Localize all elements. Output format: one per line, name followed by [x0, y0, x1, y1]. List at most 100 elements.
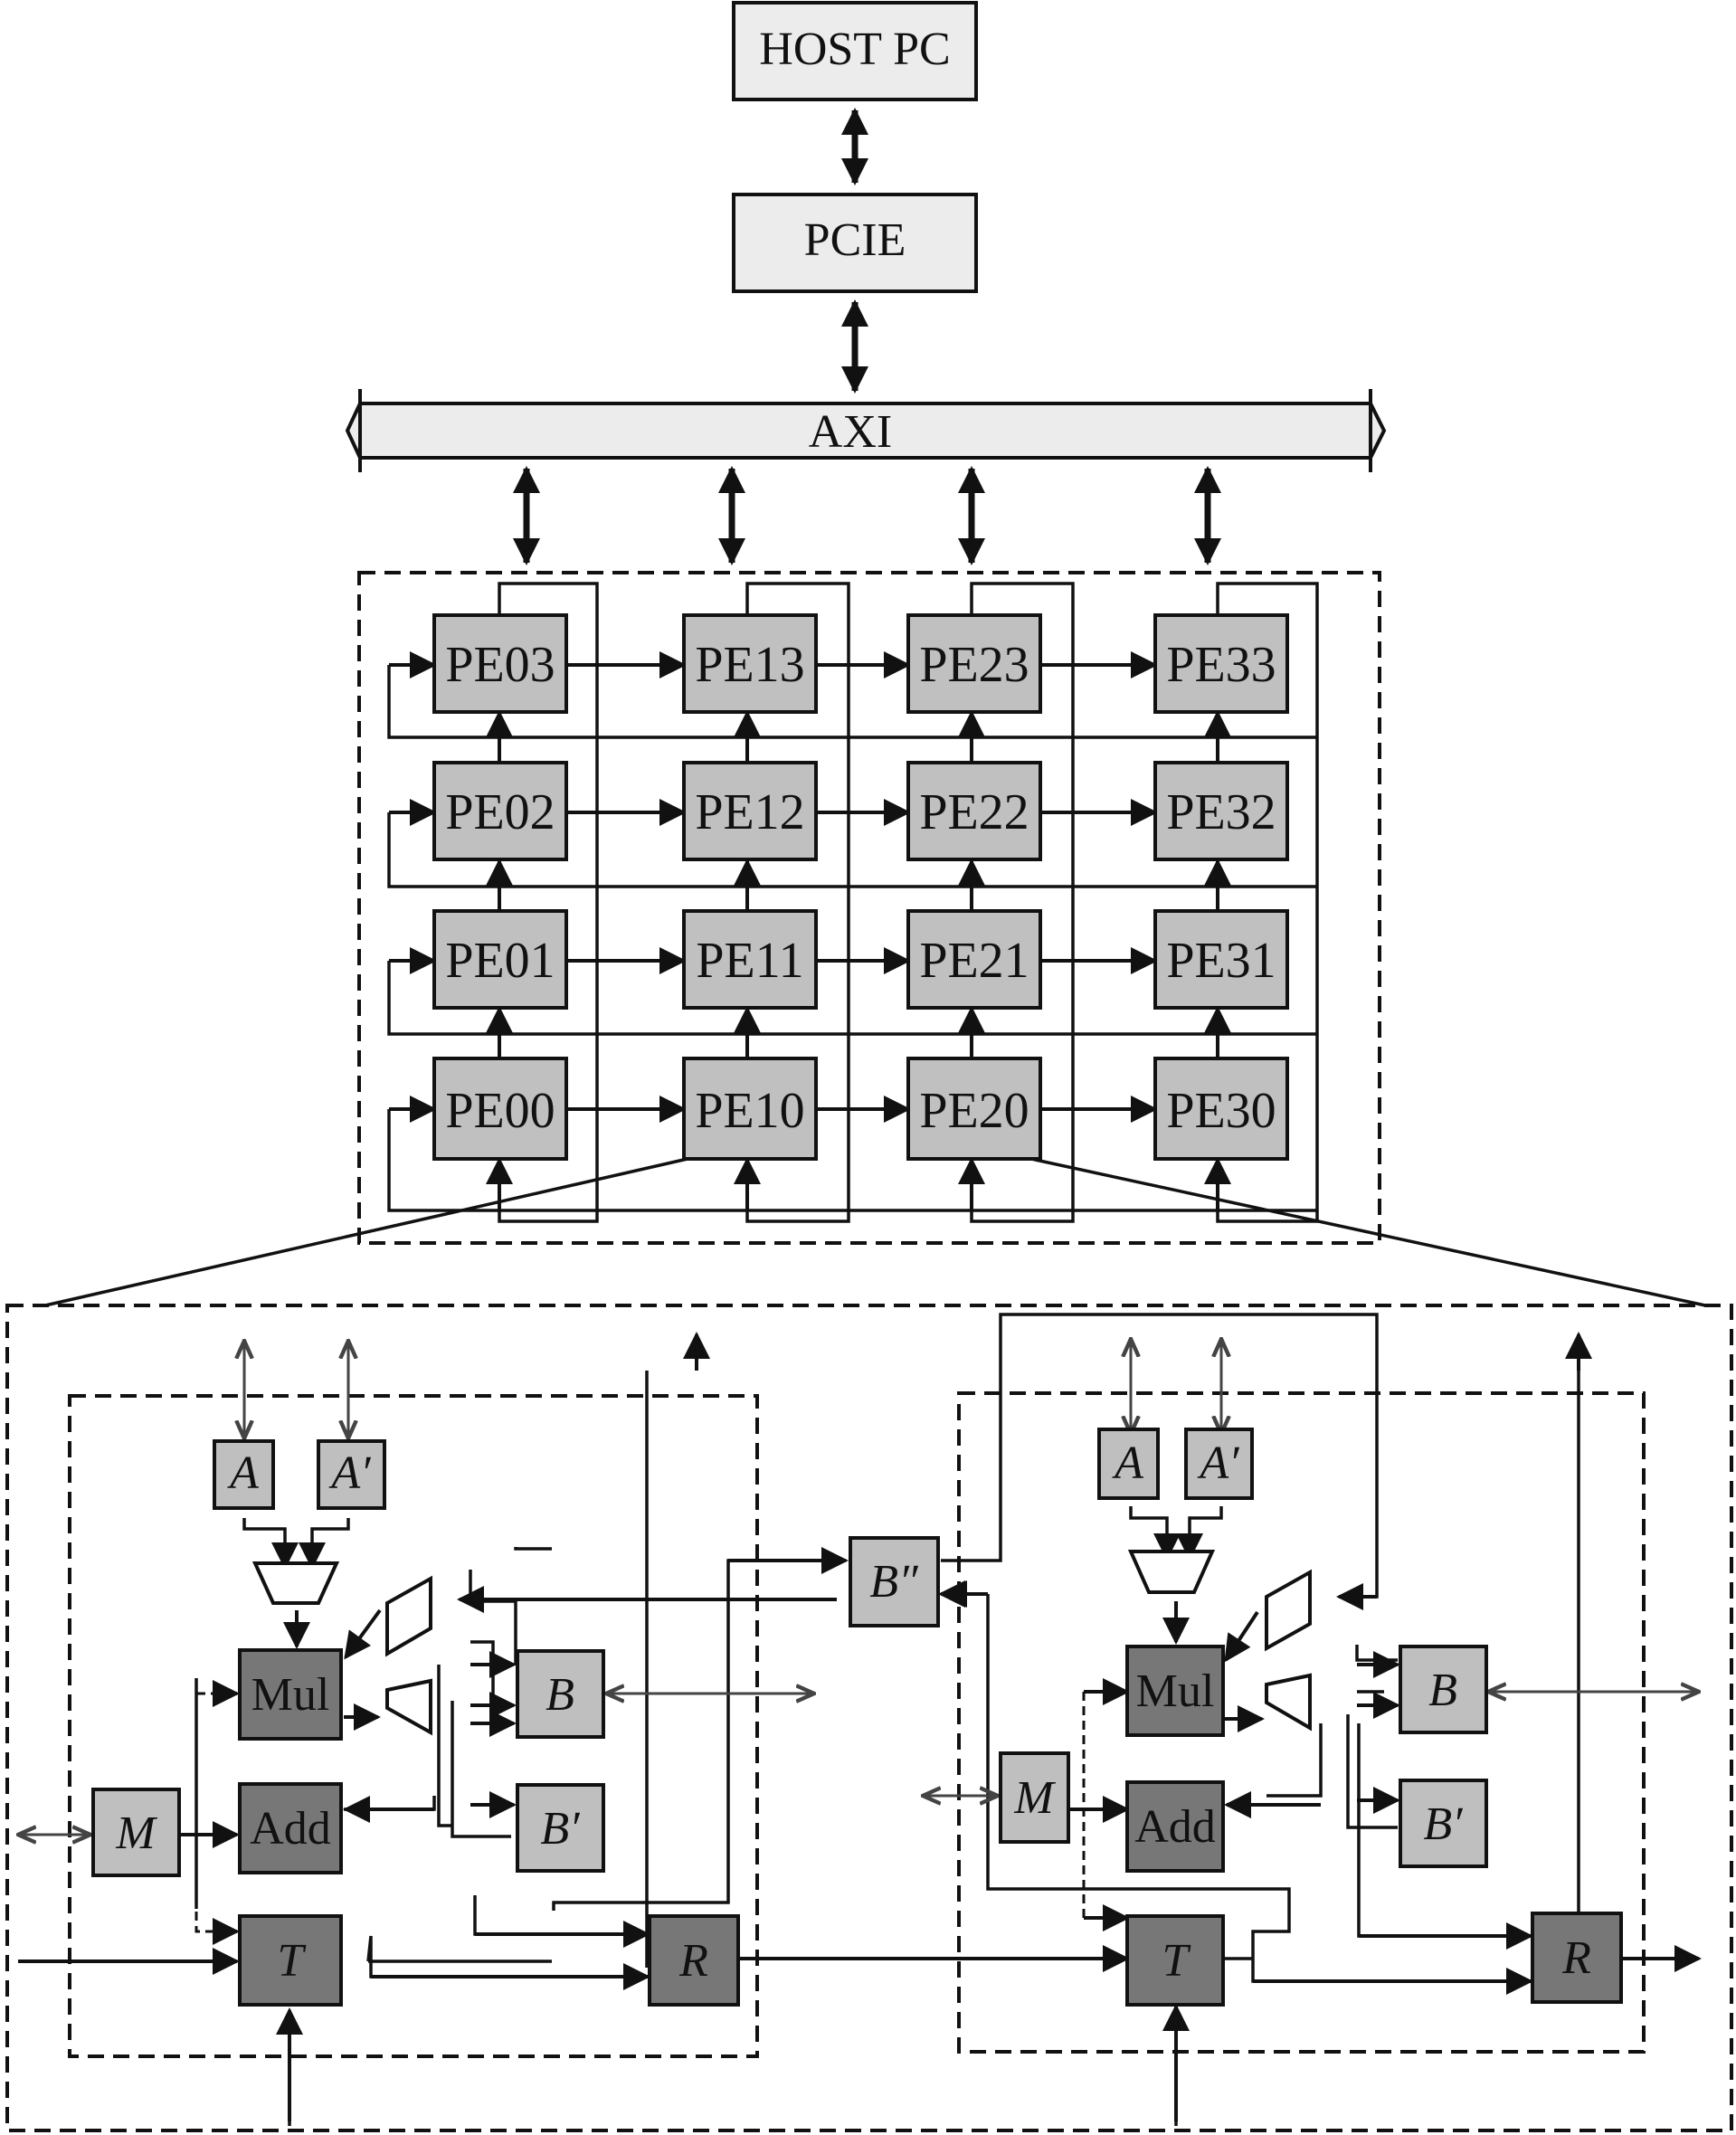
left-wiring — [18, 1371, 846, 2126]
pe-array-boundary — [357, 571, 1381, 1245]
left-dashed-wiring — [194, 1692, 226, 1933]
pcie-label: PCIE — [804, 214, 906, 266]
add-label: Add — [250, 1803, 331, 1855]
pcie-block: PCIE — [732, 193, 978, 293]
mem-b-prime-label: B′ — [1423, 1798, 1464, 1850]
shared-b-double-prime: B″ — [849, 1536, 940, 1627]
pe-label: PE01 — [445, 933, 555, 989]
mem-b-prime-block — [1399, 1779, 1488, 1868]
right-dashed-wiring — [1082, 1690, 1127, 1920]
mem-b-label: B — [1428, 1665, 1457, 1716]
mem-a-block — [1097, 1428, 1160, 1500]
r-label: R — [1561, 1932, 1591, 1984]
r-label: R — [678, 1935, 708, 1987]
pe-label: PE12 — [695, 784, 804, 840]
mem-b-block — [516, 1649, 605, 1739]
right-wiring — [740, 1313, 1580, 2126]
right-arrows — [740, 1332, 1702, 2121]
pe-label: PE02 — [445, 784, 555, 840]
pe-detail-right: A A′ Mul Add T B B′ M R — [740, 1313, 1702, 2126]
t-block — [1125, 1914, 1225, 2007]
pe-label: PE21 — [919, 933, 1029, 989]
pe-block — [432, 761, 568, 861]
axi-column-links — [513, 466, 1221, 565]
b-select-mux — [1265, 1569, 1312, 1652]
pe-label: PE00 — [445, 1083, 555, 1139]
mem-m-label: M — [1013, 1772, 1056, 1824]
axi-bus: AXI — [345, 389, 1387, 472]
mem-b-label: B — [545, 1669, 574, 1721]
pe-label: PE33 — [1166, 637, 1276, 693]
host-pc-label: HOST PC — [759, 24, 950, 75]
t-label: T — [1162, 1935, 1191, 1987]
left-io-arrows — [18, 1341, 814, 1835]
mul-label: Mul — [1136, 1665, 1215, 1717]
pe-label: PE32 — [1166, 784, 1276, 840]
pe-block — [682, 909, 818, 1010]
pe-label: PE20 — [919, 1083, 1029, 1139]
pe-inner-boundary — [957, 1391, 1646, 2054]
mul-block — [238, 1648, 343, 1741]
pe-block — [432, 1057, 568, 1161]
pe-array-row-feed-arrows — [389, 651, 1231, 1210]
pe-block — [906, 909, 1042, 1010]
pe-detail-left: A A′ Mul Add T B B′ M R — [18, 1332, 849, 2126]
pe-block — [1153, 613, 1289, 714]
host-pc-block: HOST PC — [732, 1, 978, 101]
mem-a-prime-block — [317, 1439, 386, 1510]
pe-label: PE03 — [445, 637, 555, 693]
t-label: T — [278, 1935, 307, 1987]
zoom-lines — [44, 1157, 1706, 1307]
pe-label: PE31 — [1166, 933, 1276, 989]
mem-b-double-prime-label: B″ — [869, 1556, 919, 1608]
pe-block — [1153, 1057, 1289, 1161]
pe-block — [682, 1057, 818, 1161]
mem-m-label: M — [115, 1808, 157, 1859]
pe-label: PE30 — [1166, 1083, 1276, 1139]
mem-a-prime-label: A′ — [328, 1447, 372, 1499]
mul-label: Mul — [251, 1669, 330, 1721]
r-block — [1531, 1912, 1623, 2004]
add-label: Add — [1134, 1801, 1216, 1853]
mem-a-prime-label: A′ — [1197, 1438, 1240, 1489]
pe-array-wiring — [387, 582, 1319, 1223]
pe-block — [906, 1057, 1042, 1161]
pe-block — [1153, 909, 1289, 1010]
mem-a-block — [213, 1439, 275, 1510]
mul-block — [1125, 1645, 1225, 1737]
operand-mux — [251, 1561, 340, 1605]
mem-m-block — [999, 1751, 1070, 1844]
pe-block — [432, 909, 568, 1010]
pe-block — [682, 613, 818, 714]
pe-block — [1153, 761, 1289, 861]
right-io-arrows — [923, 1339, 1699, 1796]
mem-m-block — [91, 1788, 181, 1877]
operand-mux — [1127, 1550, 1216, 1594]
pe-block — [682, 761, 818, 861]
b-select-mux — [385, 1575, 432, 1657]
mem-a-label: A — [1112, 1438, 1143, 1489]
b-select-mux-2 — [1265, 1673, 1312, 1732]
pe-label: PE22 — [919, 784, 1029, 840]
mem-b-block — [1399, 1645, 1488, 1734]
mem-a-label: A — [227, 1447, 259, 1499]
pe-label: PE11 — [696, 933, 803, 989]
pe-grid: PE03 PE13 PE23 PE33 PE02 PE12 PE22 PE32 … — [432, 613, 1289, 1161]
pe-block — [906, 761, 1042, 861]
pe-label: PE23 — [919, 637, 1029, 693]
pe-inner-boundary — [68, 1394, 759, 2058]
mem-b-prime-block — [516, 1783, 605, 1873]
b-select-mux-2 — [385, 1678, 432, 1736]
pe-block — [432, 613, 568, 714]
pe-block — [906, 613, 1042, 714]
pe-label: PE13 — [695, 637, 804, 693]
mem-a-prime-block — [1184, 1428, 1254, 1500]
axi-label: AXI — [809, 406, 892, 458]
mem-b-prime-label: B′ — [540, 1803, 581, 1855]
add-block — [1125, 1780, 1225, 1873]
t-block — [238, 1914, 343, 2007]
add-block — [238, 1782, 343, 1874]
pe-detail-boundary — [5, 1304, 1733, 2132]
pe-label: PE10 — [695, 1083, 804, 1139]
